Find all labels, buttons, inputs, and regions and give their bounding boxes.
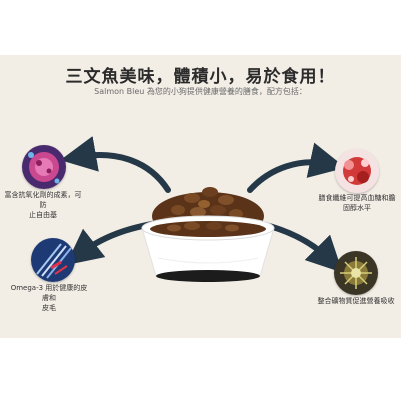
subheadline: Salmon Bleu 為您的小狗提供健康營養的膳食，配方包括： <box>94 87 307 96</box>
caption-line: 固醇水平 <box>343 204 371 212</box>
caption-line: 整合礦物質促進營養吸收 <box>317 297 395 305</box>
food-bowl-image <box>141 187 275 282</box>
caption-line: 止自由基 <box>29 211 57 219</box>
caption-line: Omega-3 用於健康的皮膚和 <box>10 284 88 302</box>
benefit-caption-antioxidant: 富含抗氧化劑的成素，可防 止自由基 <box>4 190 82 220</box>
minerals-icon <box>334 251 378 295</box>
caption-line: 富含抗氧化劑的成素，可防 <box>4 191 82 209</box>
arrow-top-right <box>247 142 346 193</box>
caption-line: 皮毛 <box>42 304 56 312</box>
benefit-caption-omega3: Omega-3 用於健康的皮膚和 皮毛 <box>10 283 88 313</box>
headline: 三文魚美味，體積小，易於食用！ <box>65 67 336 87</box>
omega3-icon <box>31 238 75 282</box>
bowl <box>141 215 275 282</box>
fiber-icon <box>335 149 379 193</box>
caption-line: 膳食纖維可提高血糖和膽 <box>318 194 396 202</box>
antioxidant-icon <box>22 145 66 189</box>
benefit-caption-minerals: 整合礦物質促進營養吸收 <box>314 296 398 306</box>
benefit-caption-fiber: 膳食纖維可提高血糖和膽 固醇水平 <box>316 193 398 213</box>
arrow-top-left <box>60 136 171 193</box>
